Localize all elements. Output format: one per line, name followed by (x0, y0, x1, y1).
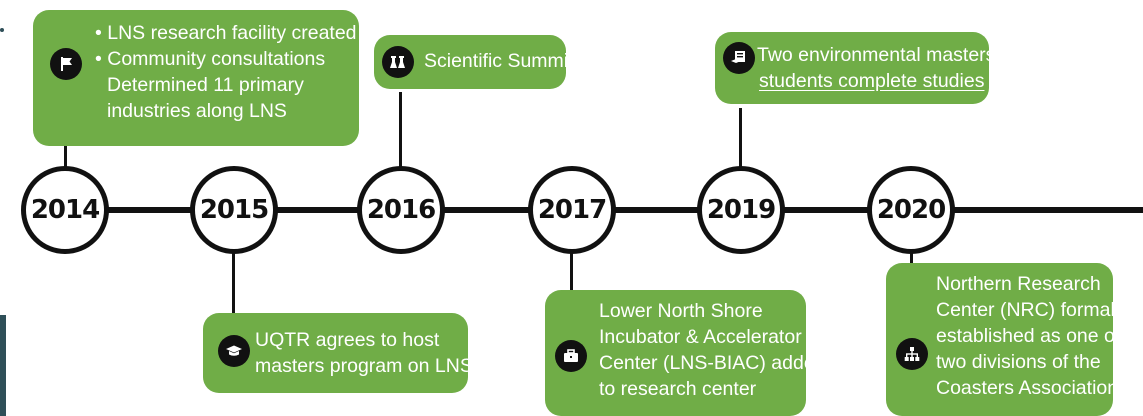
left-edge-decoration (0, 0, 6, 416)
connector-2017 (570, 250, 573, 300)
event-card-2019: Two environmental masters students compl… (715, 32, 995, 104)
event-card-2014: • LNS research facility created • Commun… (33, 10, 359, 146)
event-line: Two environmental masters (757, 44, 996, 66)
event-card-2016: Scientific Summit (374, 35, 574, 89)
connector-2019 (739, 108, 742, 170)
event-line: to research center (599, 378, 757, 400)
diploma-icon (723, 42, 755, 74)
event-line: Lower North Shore (599, 300, 763, 322)
connector-2015 (232, 250, 235, 320)
graduation-cap-icon (218, 335, 250, 367)
continuation-line: Determined 11 primary (107, 74, 304, 96)
event-line: masters program on LNS (255, 355, 473, 377)
flag-icon (50, 48, 82, 80)
event-line: two divisions of the (936, 351, 1101, 373)
edge-dot (0, 28, 4, 32)
year-node-2019: 2019 (697, 166, 785, 254)
year-node-2017: 2017 (528, 166, 616, 254)
year-label: 2020 (876, 195, 946, 225)
event-line: Northern Research (936, 273, 1101, 295)
org-chart-icon (896, 338, 928, 370)
year-label: 2017 (537, 195, 607, 225)
year-node-2020: 2020 (867, 166, 955, 254)
bullet-mark: • (95, 22, 102, 44)
event-line: Coasters Association (936, 377, 1119, 399)
event-line: Center (NRC) formally (936, 299, 1129, 321)
bullet-text: Community consultations (107, 48, 326, 70)
event-text: Scientific Summit (424, 50, 574, 72)
year-node-2015: 2015 (190, 166, 278, 254)
year-label: 2019 (706, 195, 776, 225)
bullet-item: • LNS research facility created (95, 20, 357, 46)
event-line: established as one of (936, 325, 1121, 347)
year-label: 2016 (366, 195, 436, 225)
event-line: UQTR agrees to host (255, 329, 440, 351)
edge-dark-band (0, 315, 6, 416)
event-card-2020: Northern Research Center (NRC) formally … (886, 263, 1129, 416)
briefcase-icon (555, 340, 587, 372)
event-line: students complete studies (759, 70, 985, 92)
event-line: Incubator & Accelerator (599, 326, 802, 348)
year-node-2014: 2014 (21, 166, 109, 254)
event-text: UQTR agrees to host masters program on L… (255, 327, 473, 379)
event-line: Center (LNS-BIAC) added (599, 352, 826, 374)
event-text: Lower North Shore Incubator & Accelerato… (599, 298, 826, 402)
lab-flasks-icon (382, 46, 414, 78)
event-text: • LNS research facility created • Commun… (95, 20, 357, 124)
connector-2016 (399, 92, 402, 170)
connector-2020 (910, 250, 913, 270)
bullet-text: LNS research facility created (107, 22, 357, 44)
event-text: Northern Research Center (NRC) formally … (936, 271, 1129, 401)
event-card-2017: Lower North Shore Incubator & Accelerato… (545, 290, 826, 416)
year-label: 2014 (30, 195, 100, 225)
event-text: Two environmental masters students compl… (757, 42, 995, 94)
event-card-2015: UQTR agrees to host masters program on L… (203, 313, 473, 393)
year-label: 2015 (199, 195, 269, 225)
continuation-line: industries along LNS (107, 100, 287, 122)
year-node-2016: 2016 (357, 166, 445, 254)
bullet-item: • Community consultations (95, 46, 357, 72)
bullet-mark: • (95, 48, 102, 70)
connector-2014 (64, 140, 67, 170)
